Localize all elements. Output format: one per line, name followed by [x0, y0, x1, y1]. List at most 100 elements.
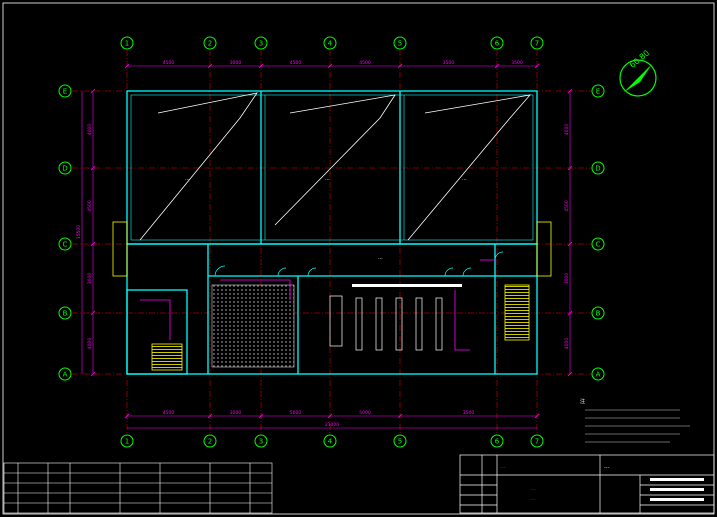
door-1 — [214, 265, 226, 277]
notes-heading: 注 — [580, 398, 585, 405]
notes-lines — [585, 409, 690, 443]
left-stair — [151, 343, 183, 371]
dim-top-tick-5 — [494, 63, 500, 69]
grid-bubble-left-D-circle — [58, 161, 72, 175]
north-arrow-circle — [619, 59, 657, 97]
grid-bubble-right-C-label: C — [596, 241, 601, 249]
dim-bottom-tick-0 — [124, 413, 130, 419]
grid-bubble-right-D-label: D — [595, 165, 600, 173]
dim-top-tick-2 — [258, 63, 264, 69]
title-project: ... — [604, 463, 610, 470]
window-bays — [112, 221, 552, 277]
dim-top-tick-1 — [207, 63, 213, 69]
dim-top-text-5: 3500 — [511, 60, 523, 66]
room-markings — [139, 92, 532, 241]
door-3 — [307, 267, 317, 277]
window-bay-left — [112, 221, 128, 277]
left-stair-room — [126, 289, 188, 375]
upper-block-inner-outline — [130, 94, 534, 241]
grid-bubble-right-B-circle — [591, 306, 605, 320]
dim-left-tick-4 — [90, 371, 96, 377]
grid-bubble-left-E-label: E — [63, 88, 67, 96]
grid-bubble-bottom-3-circle — [254, 434, 268, 448]
grid-bubble-right-E-label: E — [596, 88, 600, 96]
north-arrow-needle — [624, 64, 652, 92]
run-1 — [220, 279, 291, 300]
grid-bubble-top-7-circle — [530, 36, 544, 50]
grid-bubble-left-B-label: B — [63, 310, 68, 318]
revision-table — [3, 462, 273, 514]
dim-left-text-3: 4000 — [87, 338, 93, 350]
grid-bubble-left-A-circle — [58, 367, 72, 381]
grid-bubble-left-D-label: D — [62, 165, 67, 173]
grid-bubble-bottom-3-label: 3 — [259, 438, 263, 446]
grid-bubble-left-B-circle — [58, 306, 72, 320]
grid-bubble-top-1-label: 1 — [125, 40, 129, 48]
dim-right-tick-0 — [567, 88, 573, 94]
dim-bottom-tick-2 — [258, 413, 264, 419]
rack-1 — [355, 297, 363, 351]
rack-center — [329, 295, 343, 347]
dim-top-text-4: 3500 — [443, 60, 455, 66]
room2-marking — [274, 94, 396, 226]
grid-bubble-right-D-circle — [591, 161, 605, 175]
grid-bubble-left-A-label: A — [63, 371, 68, 379]
grid-bubble-top-6-label: 6 — [495, 40, 500, 48]
dim-left-tick-2 — [90, 241, 96, 247]
dim-right-text-3: 4000 — [564, 338, 570, 350]
room1-label: ... — [185, 176, 190, 182]
dim-top-tick-4 — [397, 63, 403, 69]
equipment-racks — [329, 295, 443, 351]
dim-left-text-0: 4000 — [87, 124, 93, 136]
run-3 — [140, 299, 171, 340]
dim-right-text-0: 4000 — [564, 124, 570, 136]
title-block-fill-bars — [650, 478, 704, 501]
door-6 — [494, 251, 504, 261]
tb-bar-2 — [650, 488, 704, 491]
grid-bubble-bottom-5-label: 5 — [398, 438, 402, 446]
grid-bubble-top-7-label: 7 — [535, 40, 539, 48]
grid-bubble-top-3-circle — [254, 36, 268, 50]
grid-bubble-top-1-circle — [120, 36, 134, 50]
electrical-runs — [140, 259, 495, 351]
grid-bubble-right-B-label: B — [596, 310, 601, 318]
door-5 — [462, 267, 472, 277]
grid-bubble-bottom-1-label: 1 — [125, 438, 129, 446]
title-company: ... — [500, 463, 506, 470]
rack-3 — [395, 297, 403, 351]
grid-bubble-bottom-2-label: 2 — [208, 438, 212, 446]
window-bay-right — [536, 221, 552, 277]
room1-marking — [139, 92, 258, 241]
grid-bubble-top-3-label: 3 — [259, 40, 263, 48]
door-2 — [277, 267, 287, 277]
grid-bubble-top-5-circle — [393, 36, 407, 50]
room3-label: ... — [462, 176, 467, 182]
dim-bottom-text-2: 5000 — [290, 410, 302, 416]
rack-5 — [435, 297, 443, 351]
dim-top-text-0: 4500 — [163, 60, 175, 66]
grid-bubble-bottom-5-circle — [393, 434, 407, 448]
grid-bubble-top-2-circle — [203, 36, 217, 50]
grid-bubble-top-4-label: 4 — [328, 40, 333, 48]
grid-bubble-bottom-1-circle — [120, 434, 134, 448]
grid-bubble-bottom-6-label: 6 — [495, 438, 500, 446]
dim-overall-height-text: 15500 — [76, 225, 82, 239]
dim-right-text-2: 3000 — [564, 273, 570, 285]
dim-bottom-text-0: 4500 — [163, 410, 175, 416]
grid-bubble-right-A-label: A — [596, 371, 601, 379]
dim-right-tick-3 — [567, 310, 573, 316]
grid-bubble-bottom-7-circle — [530, 434, 544, 448]
dim-top-tick-6 — [534, 63, 540, 69]
dim-top-tick-3 — [327, 63, 333, 69]
dim-right-tick-1 — [567, 165, 573, 171]
dim-left-tick-0 — [90, 88, 96, 94]
grid-bubble-top-5-label: 5 — [398, 40, 402, 48]
right-stair — [504, 284, 530, 341]
title-drawing-line1: ... — [530, 485, 536, 492]
grid-bubble-bottom-7-label: 7 — [535, 438, 539, 446]
